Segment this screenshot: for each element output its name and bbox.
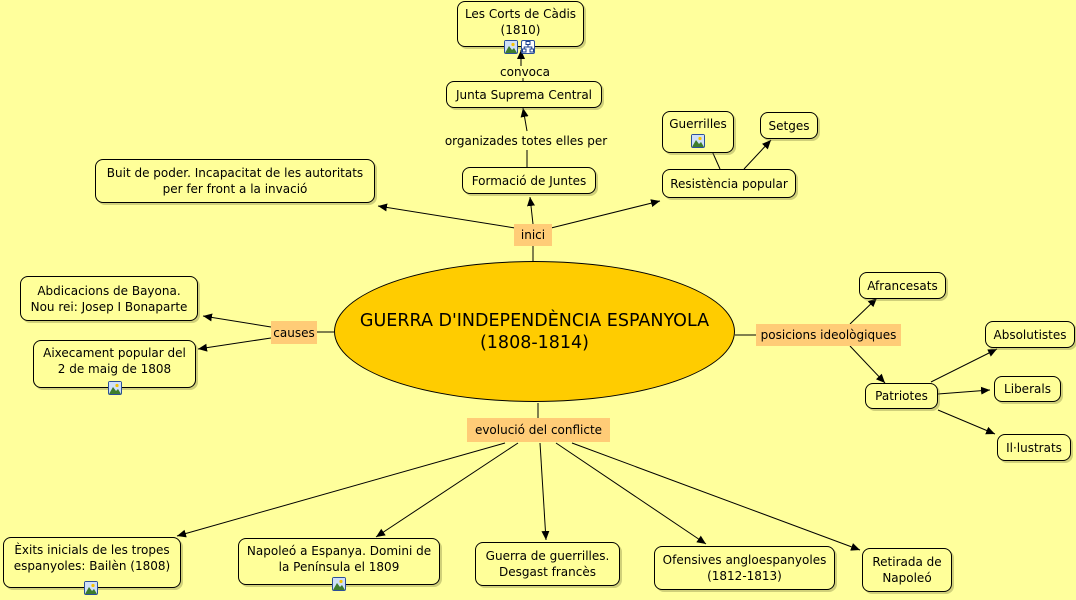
node-buit-poder[interactable]: Buit de poder. Incapacitat de les autori… — [95, 159, 375, 203]
link-posicions-afrancesats — [849, 297, 878, 325]
node-illustrats[interactable]: Il·lustrats — [997, 434, 1071, 461]
link-posicions-patriotes — [849, 345, 886, 384]
link-patriotes-liberals — [937, 386, 991, 395]
link-resistencia-setges — [743, 139, 772, 170]
link-evolucio-napoleo — [375, 442, 519, 538]
link-causes-aixecament — [197, 337, 272, 352]
node-retirada[interactable]: Retirada de Napoleó — [862, 548, 952, 592]
node-liberals[interactable]: Liberals — [994, 376, 1061, 402]
image-attachment-icon[interactable] — [84, 581, 98, 595]
image-attachment-icon[interactable] — [691, 134, 705, 148]
link-organitzades-junta — [520, 107, 529, 132]
link-patriotes-illustrats — [937, 409, 996, 435]
link-label-evolucio[interactable]: evolució del conflicte — [467, 418, 610, 442]
link-label-convoca[interactable]: convoca — [500, 65, 550, 79]
node-abdicacions[interactable]: Abdicacions de Bayona. Nou rei: Josep I … — [20, 276, 198, 321]
link-evolucio-retirada — [571, 442, 861, 551]
image-attachment-icon[interactable] — [504, 40, 518, 54]
node-junta-suprema[interactable]: Junta Suprema Central — [446, 81, 602, 108]
node-formacio-juntes[interactable]: Formació de Juntes — [462, 167, 596, 194]
link-patriotes-absolutistes — [930, 348, 998, 383]
concept-map-link-icon[interactable] — [521, 40, 535, 54]
node-patriotes[interactable]: Patriotes — [865, 383, 938, 409]
link-inici-juntes — [527, 196, 535, 225]
link-inici-buit — [377, 203, 516, 229]
link-evolucio-guerrilles — [539, 442, 550, 541]
node-absolutistes[interactable]: Absolutistes — [985, 321, 1075, 348]
node-exits[interactable]: Èxits inicials de les tropes espanyoles:… — [3, 537, 181, 588]
link-causes-abdicacions — [202, 313, 272, 328]
main-topic[interactable]: GUERRA D'INDEPENDÈNCIA ESPANYOLA (1808-1… — [334, 261, 735, 402]
node-aixecament[interactable]: Aixecament popular del 2 de maig de 1808 — [33, 340, 196, 388]
link-label-inici[interactable]: inici — [514, 224, 552, 246]
link-evolucio-ofensives — [555, 442, 707, 545]
node-ofensives[interactable]: Ofensives angloespanyoles (1812-1813) — [654, 546, 835, 590]
image-attachment-icon[interactable] — [108, 381, 122, 395]
link-label-causes[interactable]: causes — [271, 321, 317, 344]
node-setges[interactable]: Setges — [760, 112, 818, 139]
link-inici-resistencia — [550, 199, 661, 229]
link-label-organitzades[interactable]: organizades totes elles per — [444, 133, 608, 148]
link-evolucio-exits — [176, 442, 506, 538]
node-afrancesats[interactable]: Afrancesats — [859, 272, 946, 299]
link-label-posicions[interactable]: posicions ideològiques — [756, 324, 901, 346]
main-topic-subtitle: (1808-1814) — [479, 332, 590, 353]
image-attachment-icon[interactable] — [332, 577, 346, 591]
main-topic-title: GUERRA D'INDEPENDÈNCIA ESPANYOLA — [359, 310, 710, 331]
node-corts-cadis[interactable]: Les Corts de Càdis (1810) — [457, 1, 584, 47]
node-resistencia[interactable]: Resistència popular — [662, 169, 796, 198]
node-guerra-guerrilles[interactable]: Guerra de guerrilles. Desgast francès — [475, 542, 620, 586]
